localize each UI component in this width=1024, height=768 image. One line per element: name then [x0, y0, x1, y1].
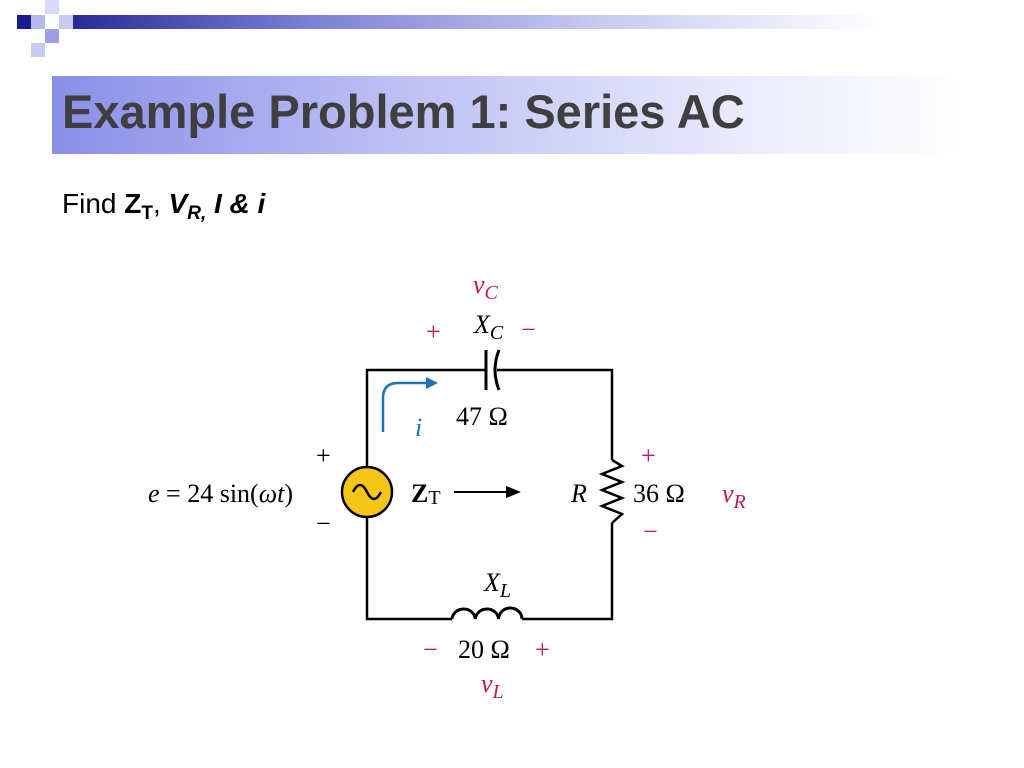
top-gradient-bar: [73, 15, 1024, 29]
corner-square-light: [31, 43, 45, 57]
resistor-icon: [598, 458, 626, 524]
current-label: i: [415, 413, 422, 442]
find-separator: ,: [152, 188, 169, 219]
capacitor-voltage-label: vC: [473, 270, 499, 304]
find-prompt: Find ZT, VR, I & i: [62, 188, 265, 225]
source-equation: e = 24 sin(ωt): [148, 479, 293, 508]
impedance-arrow-icon: [454, 486, 521, 498]
capacitor-value: 47 Ω: [456, 402, 508, 431]
resistor-plus-sign: +: [641, 441, 656, 470]
capacitor-plus-sign: +: [426, 317, 441, 346]
corner-square-light: [59, 15, 73, 29]
inductor-icon: [450, 606, 524, 620]
capacitor-reactance-label: XC: [473, 310, 504, 344]
resistor-minus-sign: −: [643, 517, 658, 546]
find-rest: I & i: [206, 188, 266, 219]
wire-bottom-left: [365, 517, 452, 621]
ac-source-icon: [340, 465, 394, 519]
zt-subscript: T: [141, 203, 153, 224]
inductor-reactance-label: XL: [483, 568, 511, 602]
wire-top-right: [497, 368, 614, 460]
corner-square-light: [31, 15, 45, 29]
vr-symbol: V: [168, 188, 188, 219]
resistor-value: 36 Ω: [633, 479, 685, 508]
inductor-plus-sign: +: [535, 635, 550, 664]
zt-symbol: Z: [124, 188, 142, 219]
impedance-label: ZT: [411, 479, 441, 509]
slide-title: Example Problem 1: Series AC: [62, 85, 745, 138]
vr-subscript: R,: [187, 203, 207, 224]
source-plus-sign: +: [316, 441, 331, 470]
wire-right-bottom: [522, 523, 614, 621]
inductor-value: 20 Ω: [458, 635, 510, 664]
wire-top-left: [365, 368, 486, 467]
capacitor-minus-sign: −: [521, 315, 536, 344]
capacitor-icon: [484, 349, 501, 391]
resistor-name: R: [570, 479, 587, 508]
title-bar: [52, 76, 962, 154]
current-arrow-icon: [381, 377, 438, 432]
corner-square-dark: [17, 15, 31, 29]
find-prefix: Find: [62, 188, 125, 219]
resistor-voltage-label: vR: [722, 479, 746, 513]
inductor-voltage-label: vL: [481, 669, 504, 703]
inductor-minus-sign: −: [423, 635, 438, 664]
source-minus-sign: −: [316, 509, 331, 538]
circuit-wires: [365, 368, 614, 621]
corner-square-light: [45, 0, 59, 14]
corner-square-light: [45, 29, 59, 43]
